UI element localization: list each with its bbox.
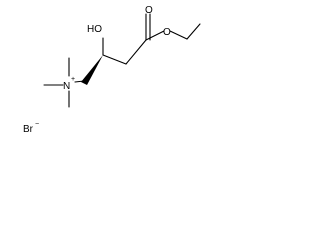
atom-carbonyl-oxygen: O xyxy=(145,5,153,16)
atom-bromide: Br xyxy=(23,124,34,135)
bond-ethyl-ch2-o xyxy=(169,30,188,40)
bond-layer xyxy=(43,13,201,108)
bond-carbonyl-ch2 xyxy=(125,39,147,65)
nitrogen-charge: + xyxy=(71,76,75,83)
atom-ester-oxygen: O xyxy=(163,27,171,38)
atom-nitrogen: N xyxy=(63,81,70,92)
bromide-charge: − xyxy=(35,121,39,128)
atom-hydroxyl: HO xyxy=(87,24,102,35)
bond-ch2-choh xyxy=(102,54,127,65)
bond-ethyl-ch3-ch2 xyxy=(186,23,201,40)
stereo-wedge-bond xyxy=(81,55,103,85)
molecular-structure: HO O O N + Br − xyxy=(23,5,201,135)
bond-ester-o-carbonyl xyxy=(145,30,165,41)
